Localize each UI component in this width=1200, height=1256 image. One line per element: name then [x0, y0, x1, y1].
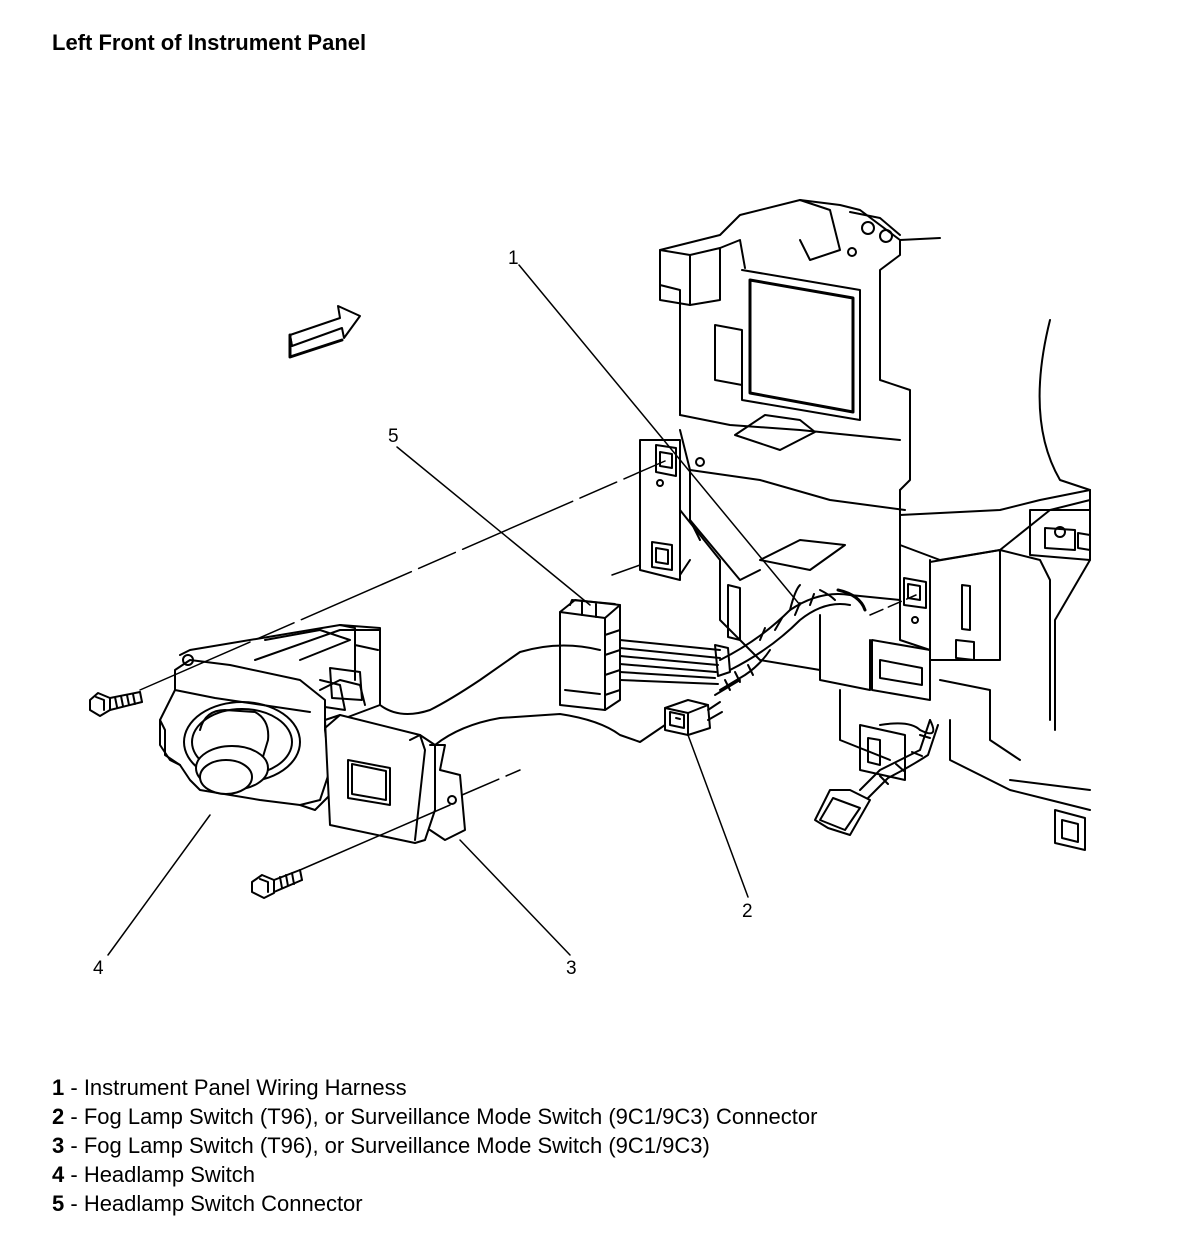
switch-cables [379, 644, 666, 746]
callout-4: 4 [93, 958, 104, 979]
callout-2: 2 [742, 901, 753, 922]
callout-3: 3 [566, 958, 577, 979]
legend-separator: - [64, 1104, 84, 1129]
legend-item: 3 - Fog Lamp Switch (T96), or Surveillan… [52, 1131, 817, 1160]
legend-separator: - [64, 1133, 84, 1158]
callout-1: 1 [508, 248, 519, 269]
front-arrow-icon [288, 305, 361, 359]
headlamp-switch-connector [559, 599, 731, 711]
legend-number: 1 [52, 1075, 65, 1100]
legend-item: 2 - Fog Lamp Switch (T96), or Surveillan… [52, 1102, 817, 1131]
legend-label: Headlamp Switch [83, 1162, 255, 1187]
wiring-harness [714, 584, 939, 836]
legend-separator: - [64, 1162, 84, 1187]
page-title: Left Front of Instrument Panel [52, 30, 367, 55]
legend-number: 5 [52, 1191, 65, 1216]
callout-leaders [107, 264, 801, 956]
headlamp-switch [159, 624, 381, 811]
legend-item: 4 - Headlamp Switch [52, 1160, 817, 1189]
bolt-upper [89, 691, 143, 717]
legend-item: 5 - Headlamp Switch Connector [52, 1189, 817, 1218]
callout-5: 5 [388, 426, 399, 447]
bolt-lower [251, 869, 303, 899]
legend-separator: - [64, 1191, 84, 1216]
legend-label: Fog Lamp Switch (T96), or Surveillance M… [83, 1104, 818, 1129]
legend-label: Instrument Panel Wiring Harness [83, 1075, 407, 1100]
fog-lamp-switch-connector [664, 699, 723, 736]
instrument-panel-structure [639, 199, 1091, 851]
legend-item: 1 - Instrument Panel Wiring Harness [52, 1073, 817, 1102]
alignment-lines [139, 460, 917, 871]
legend: 1 - Instrument Panel Wiring Harness 2 - … [52, 1073, 817, 1218]
legend-number: 3 [52, 1133, 65, 1158]
legend-separator: - [64, 1075, 84, 1100]
fog-lamp-switch [319, 679, 466, 844]
legend-label: Headlamp Switch Connector [83, 1191, 363, 1216]
legend-number: 4 [52, 1162, 65, 1187]
legend-number: 2 [52, 1104, 65, 1129]
legend-label: Fog Lamp Switch (T96), or Surveillance M… [83, 1133, 710, 1158]
